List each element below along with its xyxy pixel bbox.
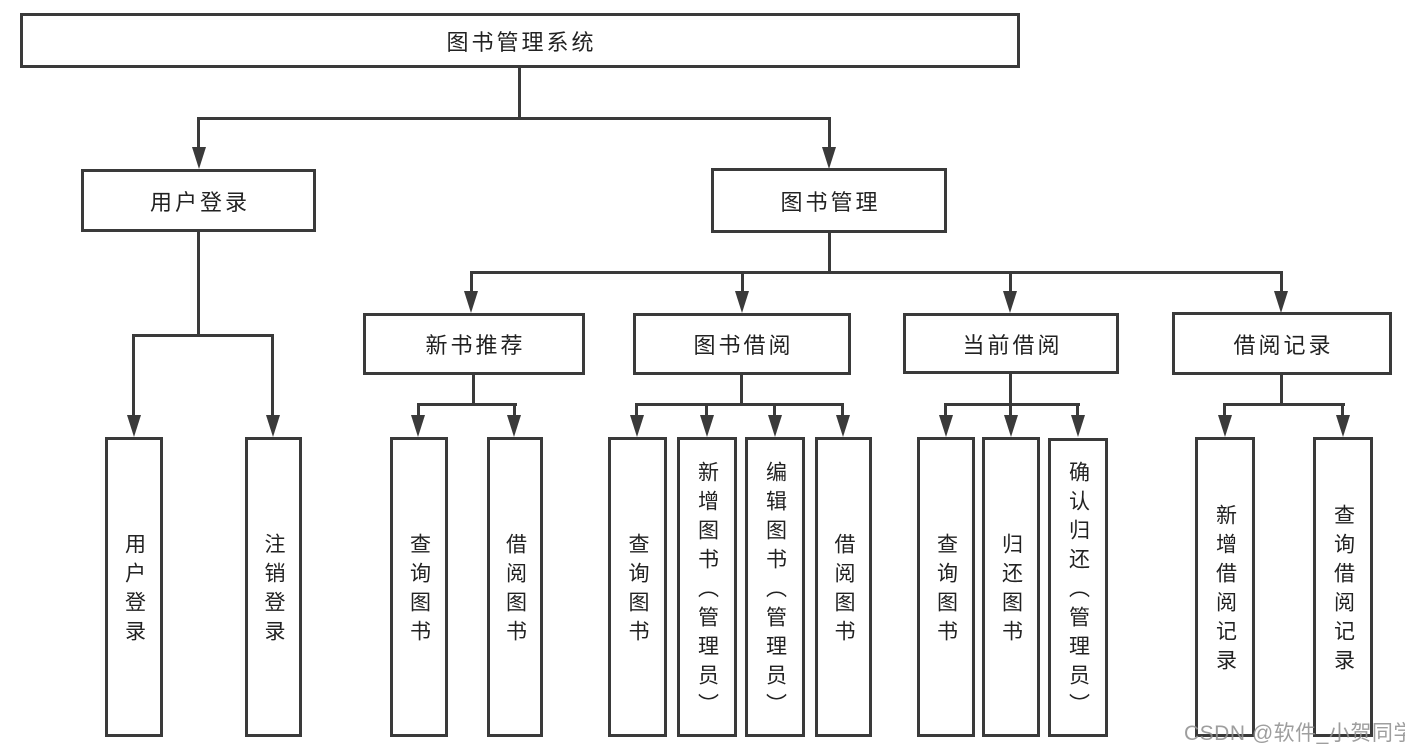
connector-line: [828, 117, 831, 149]
node-root: 图书管理系统: [20, 13, 1020, 68]
arrowhead-icon: [735, 291, 749, 313]
connector-line: [470, 271, 473, 293]
arrowhead-icon: [768, 415, 782, 437]
node-leaf-user-login: 用户登录: [105, 437, 163, 737]
arrowhead-icon: [127, 415, 141, 437]
connector-line: [417, 403, 517, 406]
connector-line: [1009, 403, 1012, 417]
node-new-book-recommend: 新书推荐: [363, 313, 585, 375]
connector-line: [197, 117, 200, 149]
node-leaf-user-login-label: 用户登录: [122, 533, 146, 649]
node-leaf-current-confirm-label: 确认归还（管理员）: [1066, 461, 1090, 722]
arrowhead-icon: [822, 147, 836, 169]
node-leaf-borrow-edit-label: 编辑图书（管理员）: [763, 460, 787, 722]
connector-line: [841, 403, 844, 417]
connector-line: [828, 231, 831, 274]
node-leaf-borrow-query: 查询图书: [608, 437, 667, 737]
connector-line: [944, 403, 1080, 406]
arrowhead-icon: [836, 415, 850, 437]
connector-line: [132, 334, 274, 337]
node-new-book-recommend-label: 新书推荐: [425, 333, 526, 358]
node-leaf-borrow-borrow: 借阅图书: [815, 437, 872, 737]
connector-line: [1280, 271, 1283, 293]
connector-line: [417, 403, 420, 417]
node-borrow-record: 借阅记录: [1172, 312, 1392, 375]
watermark: CSDN @软件_小贺同学: [1184, 722, 1405, 745]
arrowhead-icon: [411, 415, 425, 437]
node-leaf-record-query-label: 查询借阅记录: [1331, 504, 1355, 678]
connector-line: [1009, 372, 1012, 406]
connector-line: [944, 403, 947, 417]
connector-line: [197, 117, 831, 120]
connector-line: [635, 403, 844, 406]
connector-line: [513, 403, 516, 417]
connector-line: [1341, 403, 1344, 417]
node-leaf-logout: 注销登录: [245, 437, 302, 737]
connector-line: [1076, 403, 1079, 417]
node-leaf-borrow-query-label: 查询图书: [626, 533, 649, 649]
connector-line: [773, 403, 776, 417]
connector-line: [740, 373, 743, 406]
node-leaf-record-add-label: 新增借阅记录: [1213, 504, 1237, 678]
node-leaf-borrow-borrow-label: 借阅图书: [832, 533, 855, 649]
node-leaf-borrow-edit: 编辑图书（管理员）: [745, 437, 805, 737]
connector-line: [470, 271, 1283, 274]
node-book-borrow-label: 图书借阅: [693, 333, 794, 358]
node-current-borrow-label: 当前借阅: [962, 332, 1063, 358]
connector-line: [1223, 403, 1345, 406]
node-root-label: 图书管理系统: [446, 29, 597, 55]
arrowhead-icon: [700, 415, 714, 437]
node-leaf-newbook-borrow-label: 借阅图书: [503, 533, 527, 649]
node-leaf-current-query: 查询图书: [917, 437, 975, 737]
node-book-management: 图书管理: [711, 168, 947, 233]
connector-line: [271, 334, 274, 417]
arrowhead-icon: [939, 415, 953, 437]
arrowhead-icon: [1004, 415, 1018, 437]
node-leaf-newbook-borrow: 借阅图书: [487, 437, 543, 737]
connector-line: [132, 334, 135, 417]
arrowhead-icon: [464, 291, 478, 313]
node-user-login: 用户登录: [81, 169, 316, 232]
node-book-borrow: 图书借阅: [633, 313, 851, 375]
connector-line: [635, 403, 638, 417]
arrowhead-icon: [1071, 415, 1085, 437]
connector-line: [1280, 373, 1283, 406]
node-book-management-label: 图书管理: [780, 189, 881, 215]
arrowhead-icon: [507, 415, 521, 437]
node-leaf-current-query-label: 查询图书: [934, 533, 958, 649]
node-leaf-current-return-label: 归还图书: [999, 533, 1023, 649]
node-user-login-label: 用户登录: [149, 189, 250, 215]
node-leaf-current-return: 归还图书: [982, 437, 1040, 737]
connector-line: [1223, 403, 1226, 417]
connector-line: [472, 373, 475, 406]
connector-line: [197, 230, 200, 336]
arrowhead-icon: [1336, 415, 1350, 437]
connector-line: [705, 403, 708, 417]
arrowhead-icon: [192, 147, 206, 169]
node-leaf-record-query: 查询借阅记录: [1313, 437, 1373, 737]
node-leaf-logout-label: 注销登录: [262, 533, 285, 649]
node-leaf-newbook-query-label: 查询图书: [407, 533, 431, 649]
node-leaf-borrow-add: 新增图书（管理员）: [677, 437, 737, 737]
node-current-borrow: 当前借阅: [903, 313, 1119, 374]
node-leaf-borrow-add-label: 新增图书（管理员）: [695, 460, 719, 722]
arrowhead-icon: [1003, 291, 1017, 313]
connector-line: [741, 271, 744, 293]
arrowhead-icon: [630, 415, 644, 437]
node-leaf-newbook-query: 查询图书: [390, 437, 448, 737]
connector-line: [1009, 271, 1012, 293]
node-leaf-current-confirm: 确认归还（管理员）: [1048, 438, 1108, 737]
arrowhead-icon: [1274, 291, 1288, 313]
node-leaf-record-add: 新增借阅记录: [1195, 437, 1255, 737]
arrowhead-icon: [1218, 415, 1232, 437]
arrowhead-icon: [266, 415, 280, 437]
node-borrow-record-label: 借阅记录: [1233, 332, 1334, 358]
connector-line: [518, 66, 521, 120]
